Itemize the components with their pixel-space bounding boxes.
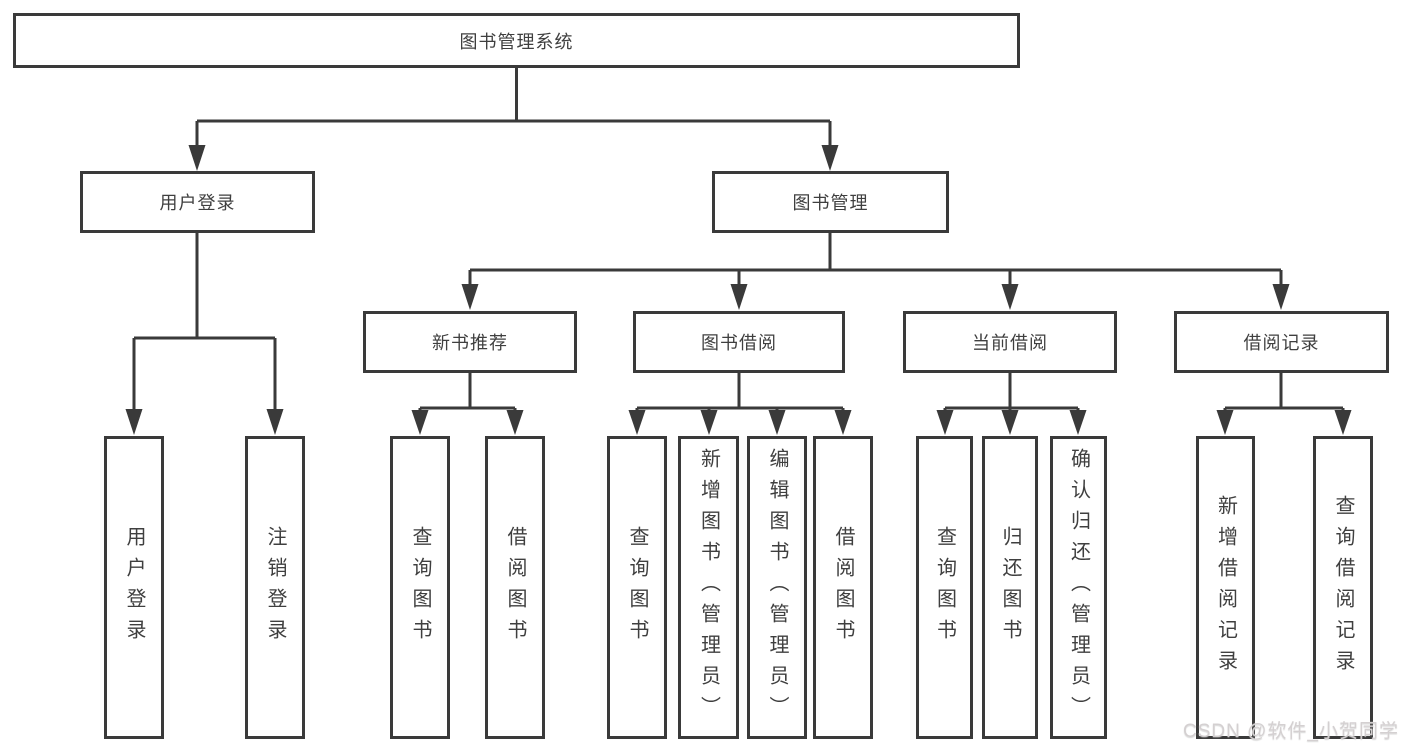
arrowhead — [1001, 410, 1019, 435]
node-book-management: 图书管理 — [712, 171, 949, 233]
connector-book-borrowing-to-leaves — [628, 372, 852, 435]
arrowhead — [1069, 410, 1087, 435]
node-current-borrowing: 当前借阅 — [903, 311, 1117, 373]
connector-user-login-to-leaves — [125, 232, 284, 435]
arrowhead — [461, 284, 479, 310]
csdn-watermark: CSDN @软件_小贺同学 — [1183, 721, 1399, 742]
arrowhead — [821, 145, 839, 171]
connector-book-management-to-level3 — [461, 232, 1290, 310]
arrowhead — [188, 145, 206, 171]
arrowhead — [1001, 284, 1019, 310]
arrowhead — [411, 410, 429, 435]
leaf-add-borrow-record: 新增借阅记录 — [1196, 436, 1255, 739]
leaf-return-books: 归还图书 — [982, 436, 1038, 739]
arrowhead — [834, 410, 852, 435]
arrowhead — [266, 409, 284, 435]
arrowhead — [1334, 410, 1352, 435]
connector-current-borrowing-to-leaves — [936, 372, 1087, 435]
arrowhead — [700, 410, 718, 435]
leaf-query-borrow-record: 查询借阅记录 — [1313, 436, 1373, 739]
arrowhead — [768, 410, 786, 435]
connector-new-book-recommendation-to-leaves — [411, 372, 524, 435]
node-new-book-recommendation: 新书推荐 — [363, 311, 577, 373]
node-book-borrowing: 图书借阅 — [633, 311, 845, 373]
leaf-user-login: 用户登录 — [104, 436, 164, 739]
leaf-borrow-books-recommend: 借阅图书 — [485, 436, 545, 739]
leaf-query-books-borrowing: 查询图书 — [607, 436, 667, 739]
arrowhead — [1272, 284, 1290, 310]
leaf-query-books-recommend: 查询图书 — [390, 436, 450, 739]
arrowhead — [628, 410, 646, 435]
node-borrowing-records: 借阅记录 — [1174, 311, 1389, 373]
connector-borrowing-records-to-leaves — [1216, 372, 1352, 435]
arrowhead — [125, 409, 143, 435]
connector-root-to-level2 — [188, 66, 839, 171]
arrowhead — [1216, 410, 1234, 435]
node-library-management-system: 图书管理系统 — [13, 13, 1020, 68]
leaf-logout-login: 注销登录 — [245, 436, 305, 739]
leaf-borrow-books: 借阅图书 — [813, 436, 873, 739]
arrowhead — [506, 410, 524, 435]
leaf-edit-book-admin: 编辑图书（管理员） — [747, 436, 807, 739]
arrowhead — [936, 410, 954, 435]
leaf-query-books-current: 查询图书 — [916, 436, 973, 739]
leaf-confirm-return-admin: 确认归还（管理员） — [1050, 436, 1107, 739]
node-user-login: 用户登录 — [80, 171, 315, 233]
leaf-add-book-admin: 新增图书（管理员） — [678, 436, 739, 739]
arrowhead — [730, 284, 748, 310]
